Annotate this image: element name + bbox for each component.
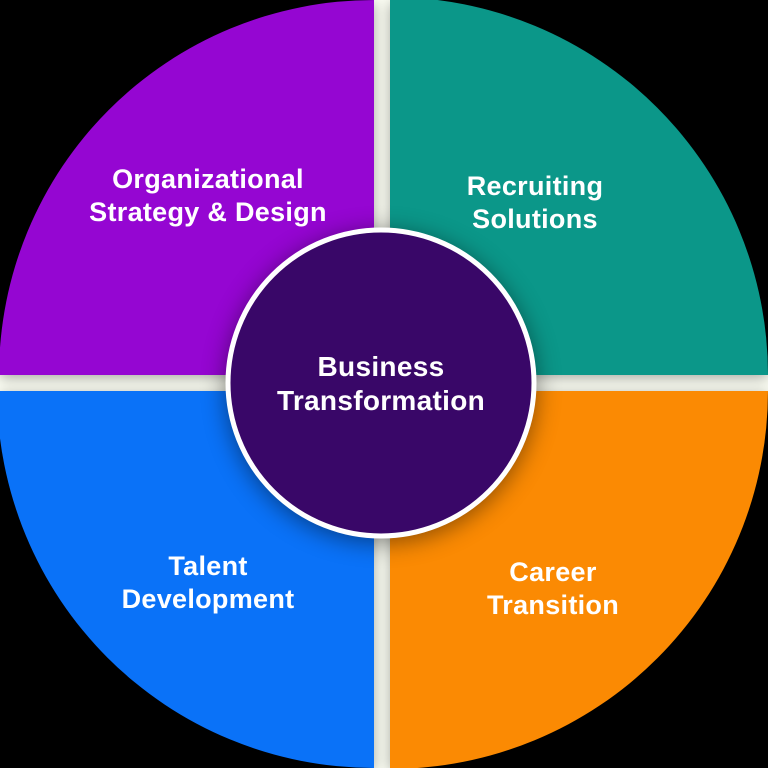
label-career-transition: Career Transition [486, 557, 620, 620]
label-talent-development: Talent Development [121, 551, 295, 614]
center-hub-circle [225, 227, 537, 539]
label-business-transformation: Business Transformation [276, 351, 486, 416]
label-recruiting-solutions: Recruiting Solutions [466, 171, 604, 234]
label-organizational-strategy-design: Organizational Strategy & Design [89, 164, 327, 227]
